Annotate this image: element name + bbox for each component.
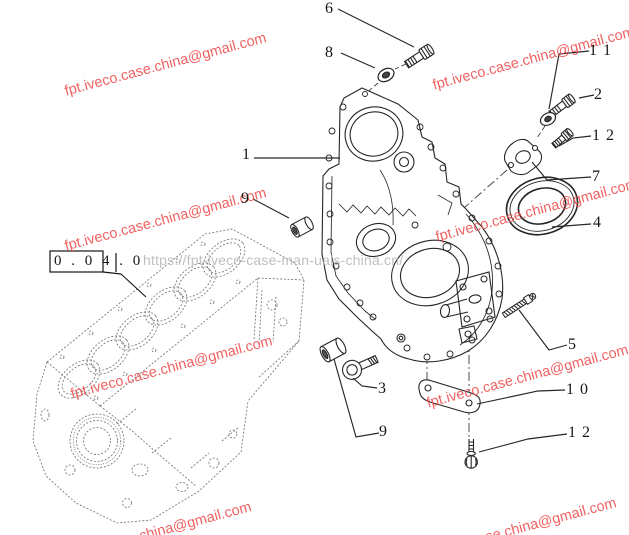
tab-code-box — [49, 250, 147, 298]
callout-6: 6 — [325, 0, 334, 17]
callout-10: 1 0 — [566, 381, 589, 398]
seal-part-4 — [505, 176, 579, 236]
callout-3: 3 — [378, 380, 387, 397]
callout-4: 4 — [593, 214, 602, 231]
bushing-part-9-upper — [290, 216, 314, 238]
callout-7: 7 — [592, 168, 601, 185]
bolt-part-3 — [341, 354, 379, 380]
callout-9-upper: 9 — [241, 190, 250, 207]
cover-plate-part-10 — [418, 379, 481, 414]
washer-part-8 — [377, 67, 395, 83]
bolt-part-6 — [403, 43, 435, 69]
callout-9-lower: 9 — [379, 423, 388, 440]
bolt-part-12-upper — [551, 127, 574, 149]
callout-1: 1 — [242, 146, 251, 163]
callout-12-lower: 1 2 — [568, 424, 591, 441]
callout-8: 8 — [325, 44, 334, 61]
callout-5: 5 — [568, 336, 577, 353]
callout-2: 2 — [594, 86, 603, 103]
engine-block — [32, 228, 305, 524]
tab-code-label: 0 . 0 4 . 0 — [54, 253, 144, 269]
leader-lines — [252, 8, 595, 453]
timing-cover-part-1 — [321, 87, 504, 363]
url-watermark: https://fpt-iveco-case-man-uals-china.cn… — [143, 252, 404, 268]
bolt-part-12-lower — [464, 439, 478, 469]
bolt-part-5 — [501, 292, 537, 319]
callout-12-upper: 1 2 — [592, 127, 615, 144]
bushing-part-9-lower — [319, 337, 347, 363]
washer-part-11 — [539, 111, 557, 127]
callout-11: 1 1 — [589, 42, 612, 59]
flange-part-7 — [503, 138, 543, 176]
